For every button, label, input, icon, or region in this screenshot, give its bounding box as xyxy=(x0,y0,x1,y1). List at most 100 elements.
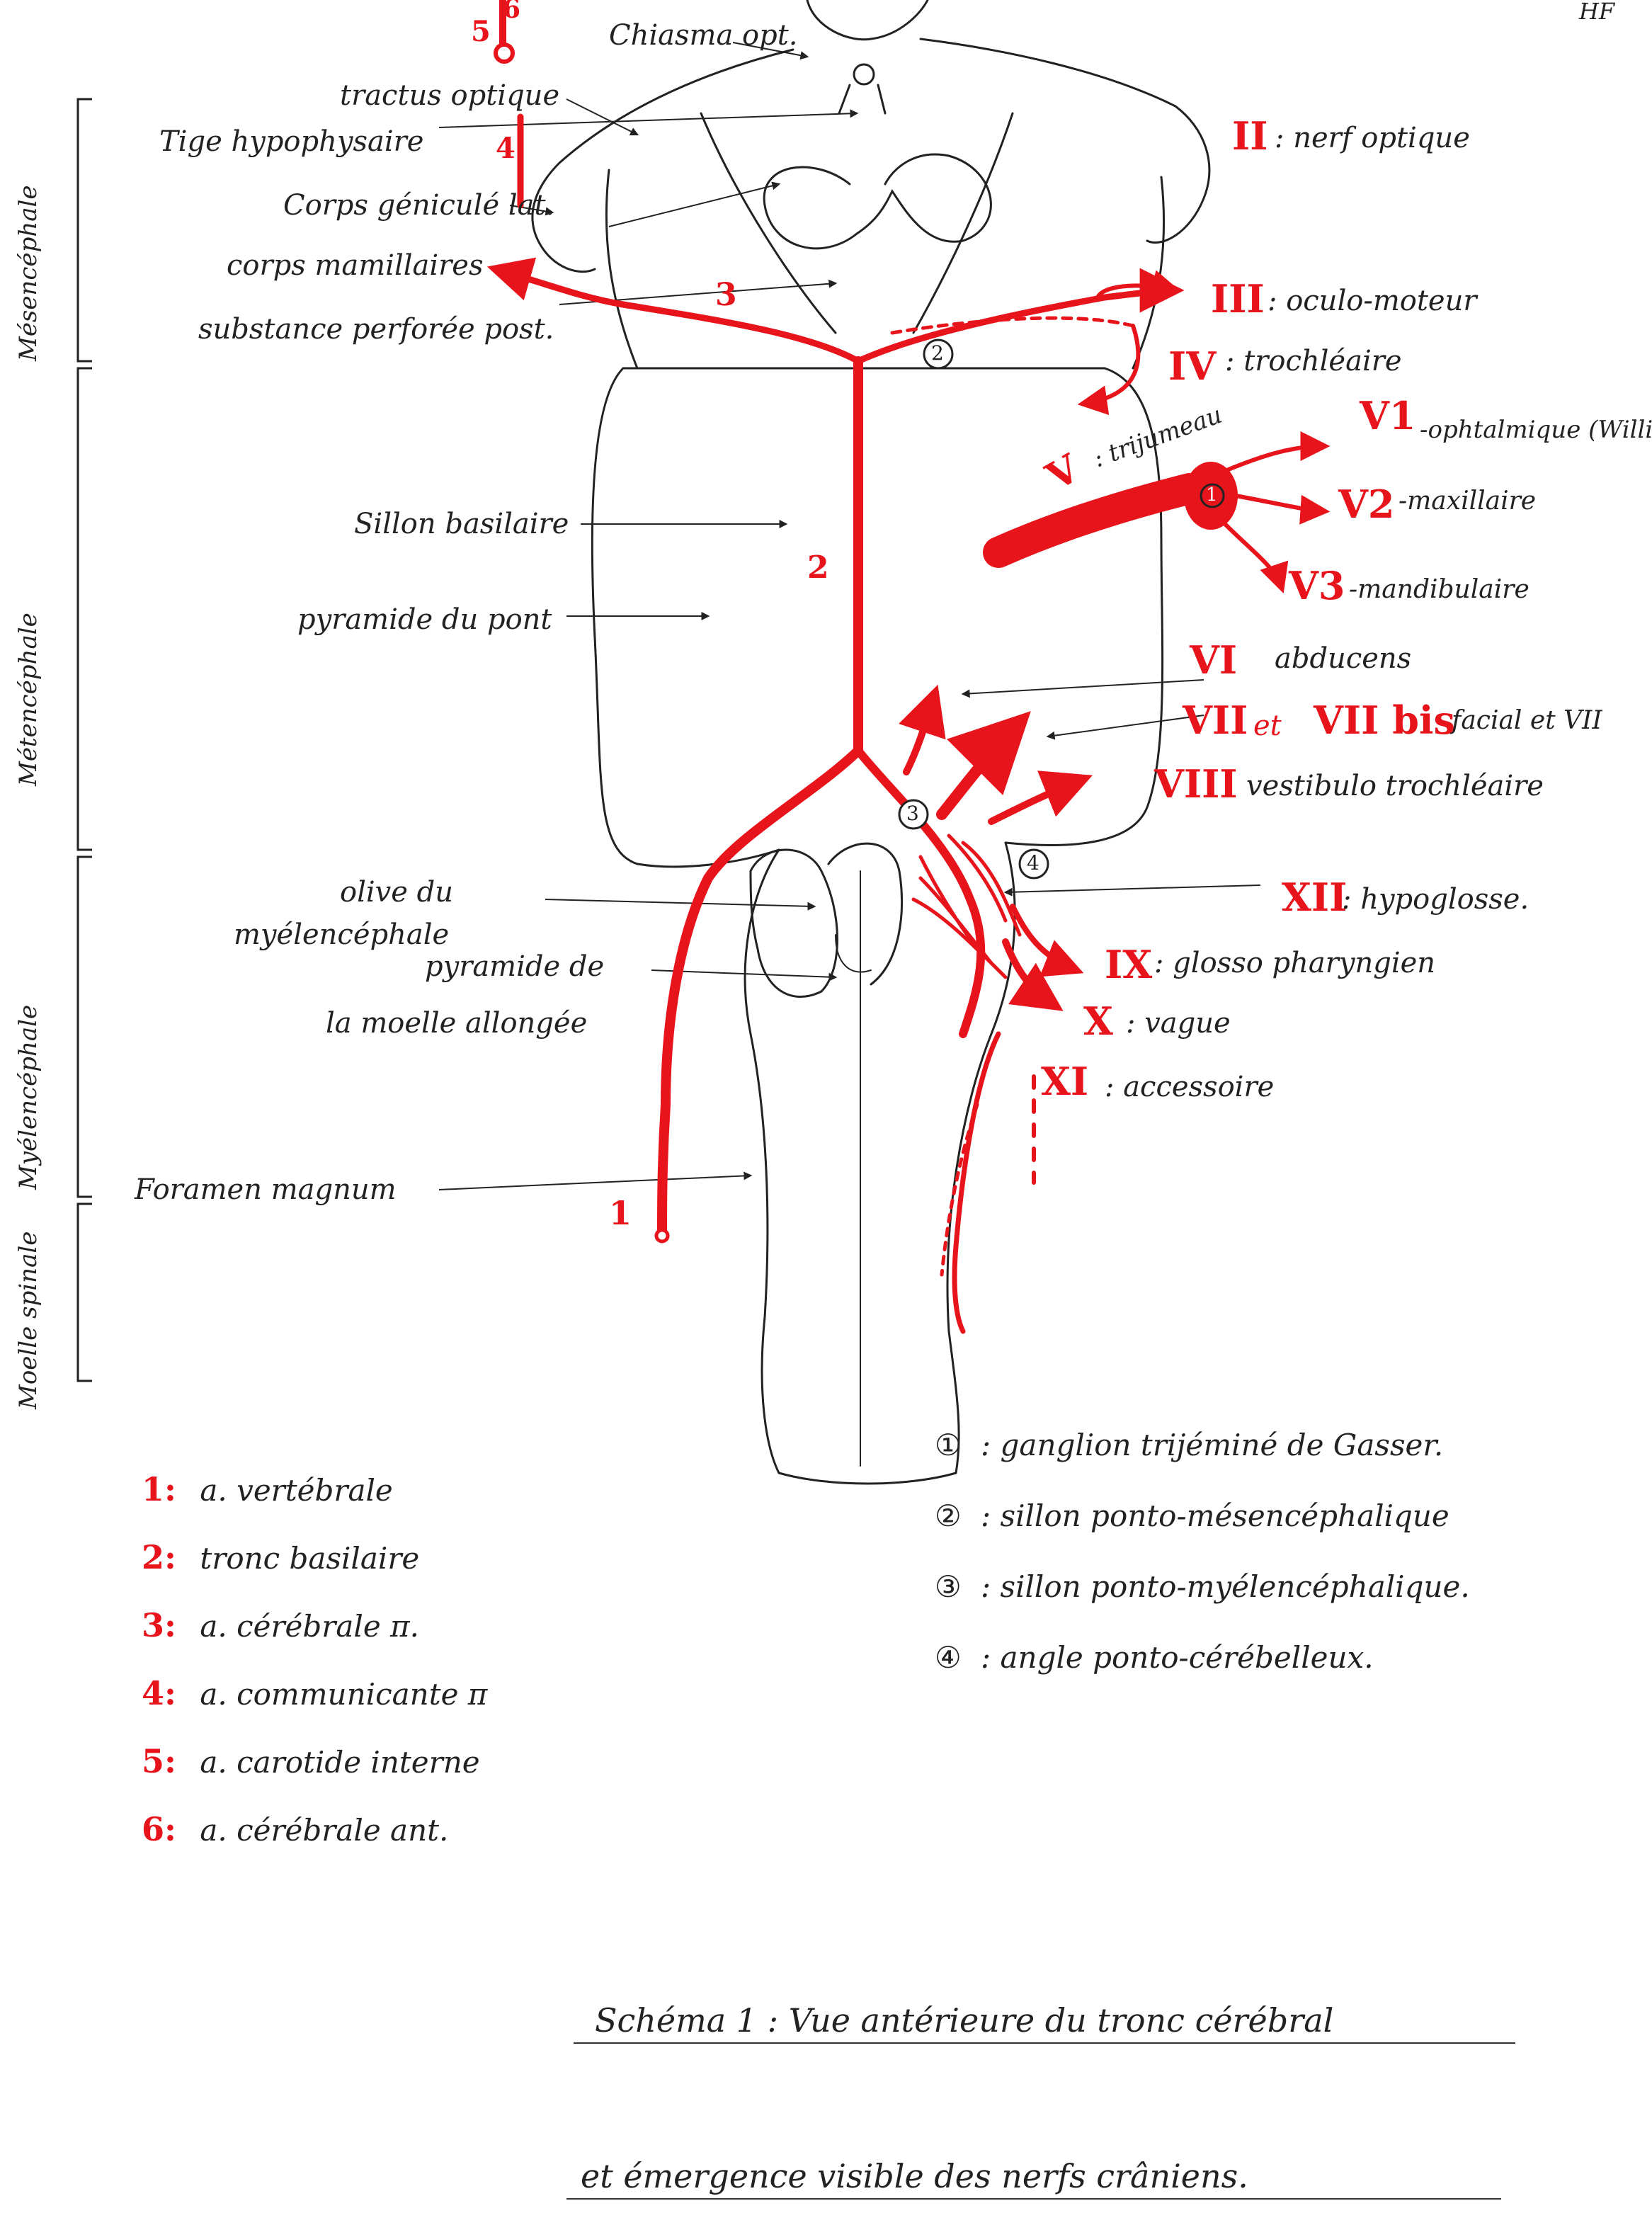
legend-marker-text: : sillon ponto-myélencéphalique. xyxy=(981,1569,1470,1604)
label-olive-1: olive du xyxy=(340,876,454,909)
nerve-V3-name: -mandibulaire xyxy=(1349,575,1529,604)
caption-line-2: et émergence visible des nerfs crâniens. xyxy=(581,2157,1248,2195)
legend-artery-text: tronc basilaire xyxy=(200,1541,420,1576)
nerve-V3-num: V3 xyxy=(1289,563,1345,608)
legend-arteries: 1: a. vertébrale 2: tronc basilaire 3: a… xyxy=(142,1473,487,1881)
nerve-XI-name: : accessoire xyxy=(1105,1071,1275,1103)
nerve-VII-num: VII xyxy=(1183,698,1248,743)
nerve-IV-num: IV xyxy=(1168,343,1217,389)
nerve-III-num: III xyxy=(1211,276,1265,322)
region-moelle: Moelle spinale xyxy=(14,1231,42,1409)
nerve-XI-num: XI xyxy=(1041,1059,1089,1104)
label-tractus: tractus optique xyxy=(340,79,560,112)
legend-artery-4: 4: a. communicante π xyxy=(142,1677,487,1745)
nerve-VI-num: VI xyxy=(1190,637,1238,683)
nerve-V1-num: V1 xyxy=(1360,393,1416,438)
artery-num-2: 2 xyxy=(807,550,829,586)
nerve-X-name: : vague xyxy=(1126,1007,1231,1040)
label-perforee: substance perforée post. xyxy=(198,313,554,346)
region-mesencephale: Mésencéphale xyxy=(14,185,42,362)
nerve-IX-name: : glosso pharyngien xyxy=(1154,947,1436,979)
nerve-VII-et: et xyxy=(1253,710,1282,742)
legend-artery-num: 4: xyxy=(142,1674,176,1712)
legend-artery-5: 5: a. carotide interne xyxy=(142,1745,487,1813)
label-chiasma: Chiasma opt. xyxy=(609,19,798,52)
caption-underlines xyxy=(566,2042,1515,2200)
nerve-VIII-name: vestibulo trochléaire xyxy=(1246,770,1544,802)
nerve-VII-name: facial et VII xyxy=(1452,706,1602,735)
region-metencephale: Métencéphale xyxy=(14,613,42,786)
marker-circle-3 xyxy=(898,799,929,830)
legend-artery-2: 2: tronc basilaire xyxy=(142,1541,487,1609)
label-foramen: Foramen magnum xyxy=(135,1173,397,1206)
legend-artery-text: a. carotide interne xyxy=(200,1745,480,1780)
marker-circle-2 xyxy=(923,339,954,370)
legend-marker-symbol: ④ xyxy=(935,1640,962,1675)
legend-artery-text: a. cérébrale ant. xyxy=(200,1813,449,1848)
vertebral-artery xyxy=(657,746,863,1237)
nerve-III-name: : oculo-moteur xyxy=(1268,285,1477,317)
trigeminal-root xyxy=(983,473,1205,568)
circle-markers xyxy=(898,339,1225,880)
legend-markers: ① : ganglion trijéminé de Gasser. ② : si… xyxy=(935,1430,1470,1714)
legend-marker-2: ② : sillon ponto-mésencéphalique xyxy=(935,1501,1470,1572)
nerve-IX-num: IX xyxy=(1105,942,1153,987)
legend-artery-text: a. communicante π xyxy=(200,1677,488,1712)
circle-num-1: 1 xyxy=(1206,484,1218,506)
legend-marker-text: : angle ponto-cérébelleux. xyxy=(981,1640,1374,1675)
nerve-VIII-num: VIII xyxy=(1154,761,1238,807)
label-sillon-basilaire: Sillon basilaire xyxy=(354,508,569,540)
legend-marker-symbol: ① xyxy=(935,1428,962,1462)
nerve-V2-num: V2 xyxy=(1338,482,1395,527)
circle-num-4: 4 xyxy=(1027,851,1039,875)
marker-circle-1 xyxy=(1200,483,1225,508)
legend-marker-4: ④ : angle ponto-cérébelleux. xyxy=(935,1643,1470,1714)
label-genicule: Corps géniculé lat. xyxy=(283,189,555,222)
legend-marker-symbol: ② xyxy=(935,1498,962,1533)
legend-marker-1: ① : ganglion trijéminé de Gasser. xyxy=(935,1430,1470,1501)
arteries xyxy=(486,0,1331,1334)
artery-num-3: 3 xyxy=(715,277,737,313)
region-myelencephale: Myélencéphale xyxy=(14,1004,42,1190)
nerve-XII-name: : hypoglosse. xyxy=(1342,883,1529,916)
nerve-VI-name: abducens xyxy=(1275,642,1412,675)
nerve-II-name: : nerf optique xyxy=(1275,122,1470,154)
label-olive-2: myélencéphale xyxy=(234,918,450,951)
artery-num-1: 1 xyxy=(609,1194,632,1232)
nerve-V2-name: -maxillaire xyxy=(1398,487,1537,516)
corner-mark: HF xyxy=(1579,0,1615,25)
caption-line-1: Schéma 1 : Vue antérieure du tronc céréb… xyxy=(595,2001,1334,2040)
legend-artery-num: 1: xyxy=(142,1470,176,1508)
nerve-VII-bis: VII bis xyxy=(1314,698,1455,743)
artery-num-4: 4 xyxy=(496,132,515,165)
artery-num-6: 6 xyxy=(503,0,521,24)
legend-artery-6: 6: a. cérébrale ant. xyxy=(142,1813,487,1881)
legend-marker-text: : ganglion trijéminé de Gasser. xyxy=(981,1428,1444,1462)
legend-artery-text: a. cérébrale π. xyxy=(200,1609,420,1644)
legend-artery-num: 2: xyxy=(142,1538,176,1576)
legend-artery-num: 3: xyxy=(142,1606,176,1644)
region-brackets xyxy=(76,98,92,1382)
marker-circle-4 xyxy=(1018,848,1049,880)
circle-num-3: 3 xyxy=(906,802,919,825)
posterior-cerebral-artery xyxy=(486,257,862,365)
nerve-II-num: II xyxy=(1232,113,1268,159)
label-pyramide-moelle-2: la moelle allongée xyxy=(326,1007,588,1040)
legend-artery-text: a. vertébrale xyxy=(200,1473,393,1508)
nerve-X-num: X xyxy=(1083,999,1113,1044)
brainstem-outline xyxy=(531,0,1211,1485)
label-pyramide-pont: pyramide du pont xyxy=(297,603,552,636)
legend-marker-symbol: ③ xyxy=(935,1569,962,1604)
label-mamillaires: corps mamillaires xyxy=(227,249,484,282)
legend-artery-1: 1: a. vertébrale xyxy=(142,1473,487,1541)
legend-artery-num: 5: xyxy=(142,1742,176,1780)
nerve-V1-name: -ophtalmique (Willis) xyxy=(1420,416,1652,444)
label-tige: Tige hypophysaire xyxy=(159,125,424,158)
nerve-XII-num: XII xyxy=(1282,875,1348,920)
circle-num-2: 2 xyxy=(931,341,944,365)
legend-marker-3: ③ : sillon ponto-myélencéphalique. xyxy=(935,1572,1470,1643)
legend-marker-text: : sillon ponto-mésencéphalique xyxy=(981,1498,1449,1533)
legend-artery-3: 3: a. cérébrale π. xyxy=(142,1609,487,1677)
nerve-IV-name: : trochléaire xyxy=(1225,345,1402,377)
